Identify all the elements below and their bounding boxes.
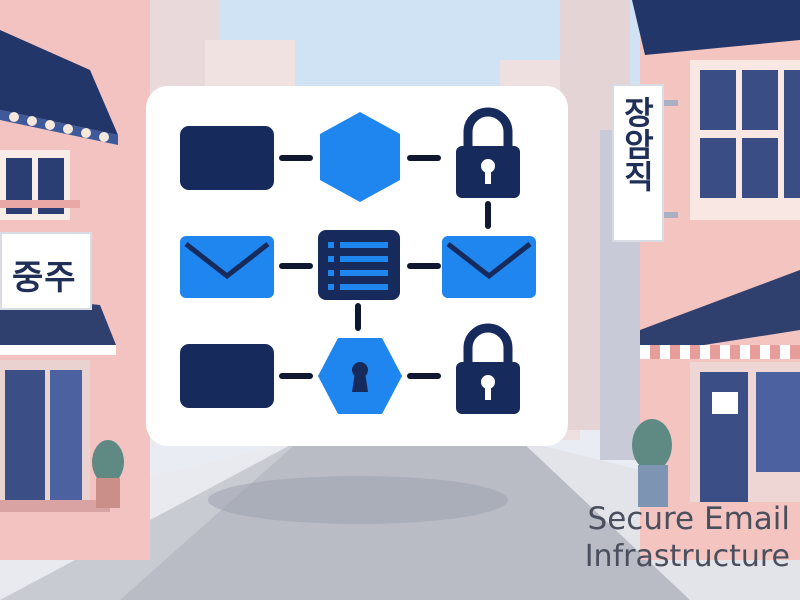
store-sign-left-text: 중주 [12,258,77,298]
hexagon-icon [320,112,400,202]
store-sign-right-text: 장암직 [618,96,656,192]
padlock-icon [456,107,520,198]
right-building [632,0,800,560]
envelope-icon [442,236,536,298]
envelope-icon [180,236,274,298]
hexagon-keyhole-icon [318,338,402,414]
caption-line-2: Infrastructure [584,539,790,574]
panel-shadow [208,476,508,524]
connectors [279,155,491,379]
store-sign-left: 중주 [0,232,92,310]
caption-line-1: Secure Email [587,501,790,537]
padlock-icon [456,323,520,414]
server-block-icon [180,344,274,408]
caption: Secure Email Infrastructure [520,500,790,576]
store-sign-right: 장암직 [612,84,664,242]
server-stack-icon [318,230,400,300]
server-block-icon [180,126,274,190]
